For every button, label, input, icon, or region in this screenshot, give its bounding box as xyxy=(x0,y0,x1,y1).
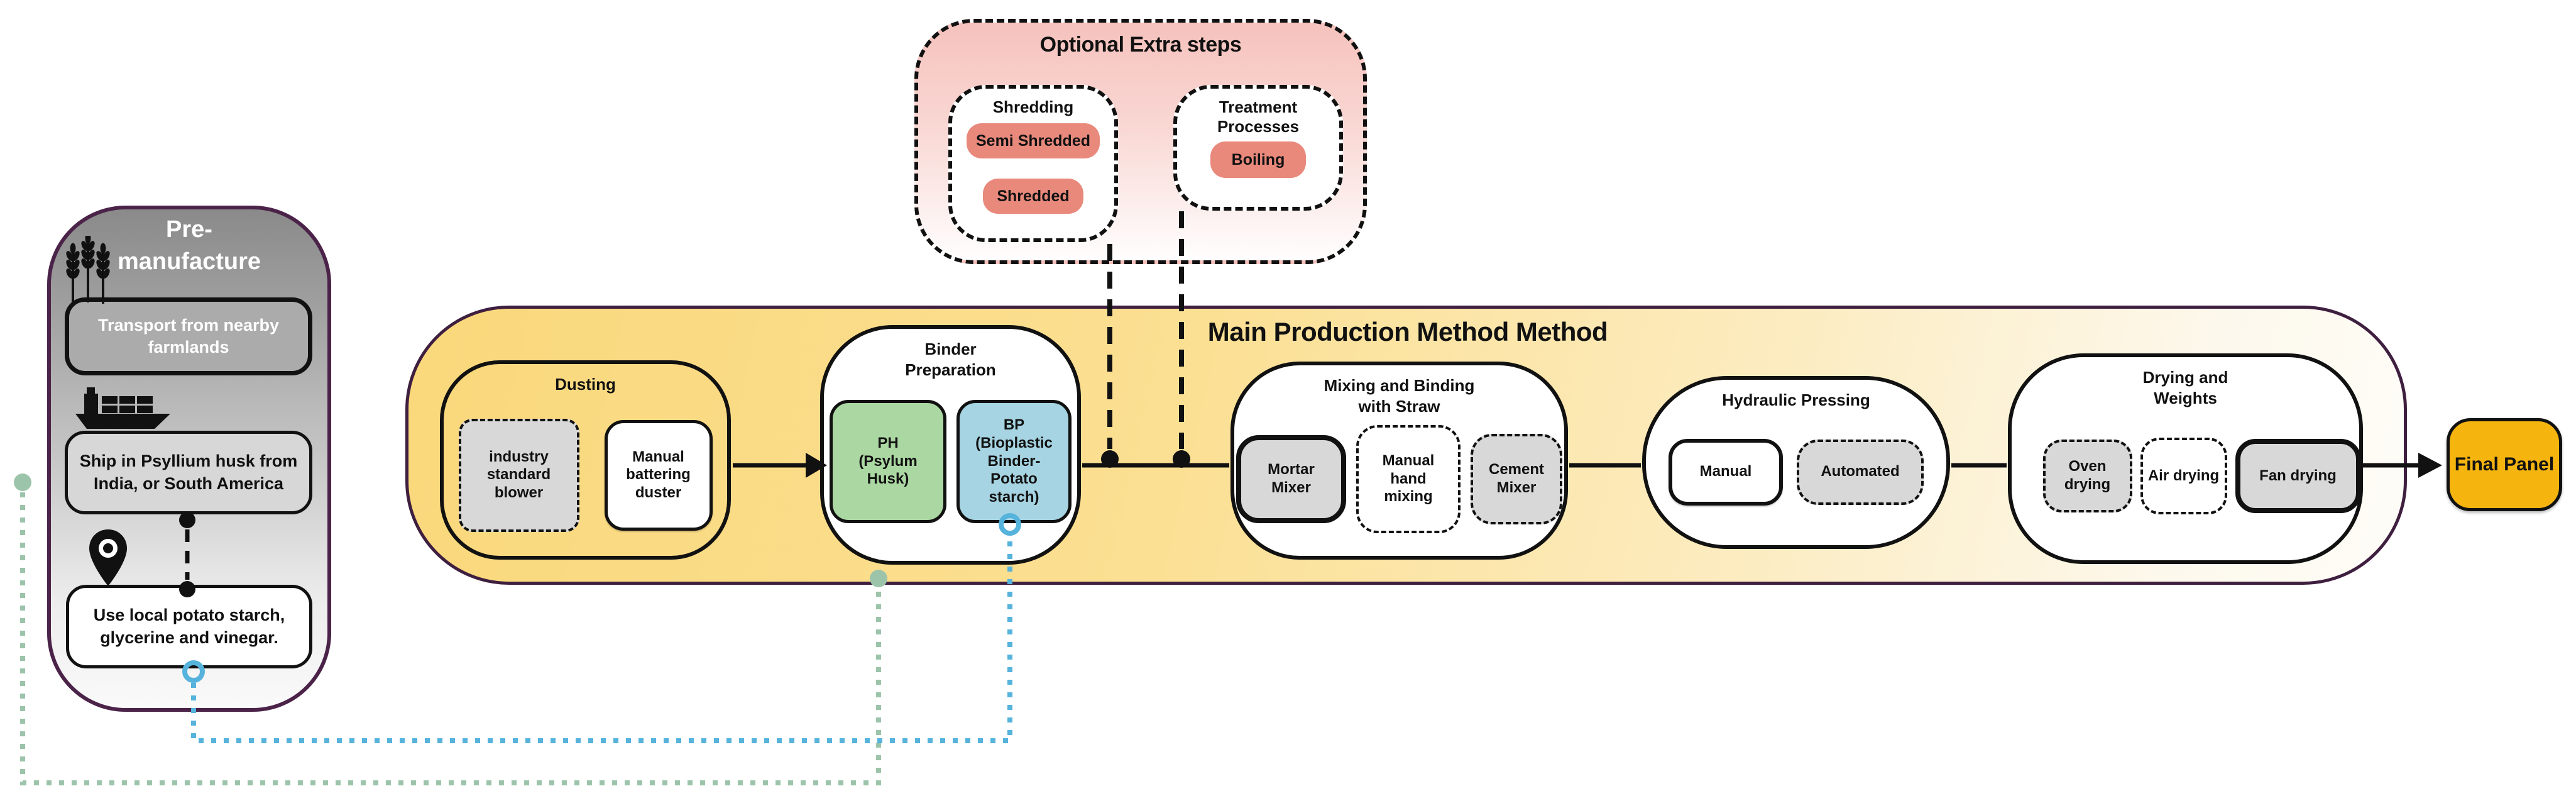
option-ph-psylum-husk: PH (Psylum Husk) xyxy=(830,400,946,523)
section-binder-preparation-title: Binder Preparation xyxy=(905,340,996,379)
option-cement-mixer: Cement Mixer xyxy=(1471,434,1562,524)
section-dusting-title: Dusting xyxy=(555,375,616,394)
option-air-drying-label: Air drying xyxy=(2147,467,2220,484)
section-mixing-binding: Mixing and Binding with Straw Mortar Mix… xyxy=(1230,362,1568,560)
transport-step-label: Transport from nearby farmlands xyxy=(97,315,280,357)
section-binder-preparation: Binder Preparation PH (Psylum Husk) BP (… xyxy=(820,325,1081,565)
local-starch-step: Use local potato starch, glycerine and v… xyxy=(66,585,312,668)
option-air-drying: Air drying xyxy=(2140,438,2227,514)
option-cement-mixer-label: Cement Mixer xyxy=(1488,461,1545,496)
final-panel-label: Final Panel xyxy=(2454,454,2555,475)
ship-husk-step: Ship in Psyllium husk from India, or Sou… xyxy=(65,431,312,514)
main-production-title: Main Production Method Method xyxy=(1207,317,1608,346)
option-manual-pressing-label: Manual xyxy=(1699,463,1752,480)
section-hydraulic-pressing-title: Hydraulic Pressing xyxy=(1722,390,1870,409)
optional-steps-title: Optional Extra steps xyxy=(1039,33,1242,57)
option-ph-psylum-husk-label: PH (Psylum Husk) xyxy=(858,434,918,488)
section-drying-weights: Drying and Weights Oven drying Air dryin… xyxy=(2008,353,2363,564)
option-industry-standard-blower-label: industry standard blower xyxy=(486,448,551,502)
shredded-option: Shredded xyxy=(983,179,1083,214)
section-dusting: Dusting industry standard blower Manual … xyxy=(440,360,731,560)
pre-manufacture-title-line1: Pre- xyxy=(166,216,212,243)
option-bp-bioplastic-binder-label: BP (Bioplastic Binder- Potato starch) xyxy=(975,416,1053,506)
boiling-label: Boiling xyxy=(1231,150,1285,169)
option-mortar-mixer-label: Mortar Mixer xyxy=(1268,461,1315,496)
section-mixing-binding-title: Mixing and Binding with Straw xyxy=(1324,376,1475,416)
option-automated-pressing-label: Automated xyxy=(1821,463,1900,480)
shredding-group-title: Shredding xyxy=(992,97,1074,116)
option-manual-battering-duster: Manual battering duster xyxy=(604,419,713,531)
option-industry-standard-blower: industry standard blower xyxy=(458,418,579,532)
option-bp-bioplastic-binder: BP (Bioplastic Binder- Potato starch) xyxy=(956,400,1072,523)
option-oven-drying: Oven drying xyxy=(2042,440,2132,512)
option-mortar-mixer: Mortar Mixer xyxy=(1236,435,1346,523)
shredded-label: Shredded xyxy=(997,187,1070,205)
section-drying-weights-title: Drying and Weights xyxy=(2142,368,2228,407)
option-manual-pressing: Manual xyxy=(1669,438,1783,506)
boiling-option: Boiling xyxy=(1210,141,1306,179)
pre-manufacture-title-line2: manufacture xyxy=(117,248,261,275)
location-pin-icon xyxy=(89,529,127,586)
semi-shredded-option: Semi Shredded xyxy=(967,123,1100,159)
semi-shredded-label: Semi Shredded xyxy=(976,131,1090,150)
wheat-icon xyxy=(66,236,110,304)
pre-manufacture-title: Pre- manufacture xyxy=(47,214,331,279)
ship-husk-step-label: Ship in Psyllium husk from India, or Sou… xyxy=(79,451,298,493)
transport-step: Transport from nearby farmlands xyxy=(65,297,312,375)
final-panel-node: Final Panel xyxy=(2447,418,2562,511)
shredding-group: Shredding Semi Shredded Shredded xyxy=(948,85,1118,242)
treatment-group: Treatment Processes Boiling xyxy=(1173,85,1343,211)
option-fan-drying-label: Fan drying xyxy=(2259,467,2337,484)
option-oven-drying-label: Oven drying xyxy=(2064,458,2111,493)
option-automated-pressing: Automated xyxy=(1797,439,1924,505)
cargo-ship-icon xyxy=(75,387,170,429)
option-manual-hand-mixing: Manual hand mixing xyxy=(1356,425,1461,533)
option-manual-hand-mixing-label: Manual hand mixing xyxy=(1382,451,1435,506)
sage-link-start-dot xyxy=(14,473,31,491)
local-starch-step-label: Use local potato starch, glycerine and v… xyxy=(93,606,285,647)
option-manual-battering-duster-label: Manual battering duster xyxy=(626,448,691,502)
arrowhead-to-final-panel xyxy=(2418,453,2442,478)
option-fan-drying: Fan drying xyxy=(2235,439,2361,513)
treatment-group-title: Treatment Processes xyxy=(1217,97,1300,136)
section-hydraulic-pressing: Hydraulic Pressing Manual Automated xyxy=(1642,376,1950,549)
